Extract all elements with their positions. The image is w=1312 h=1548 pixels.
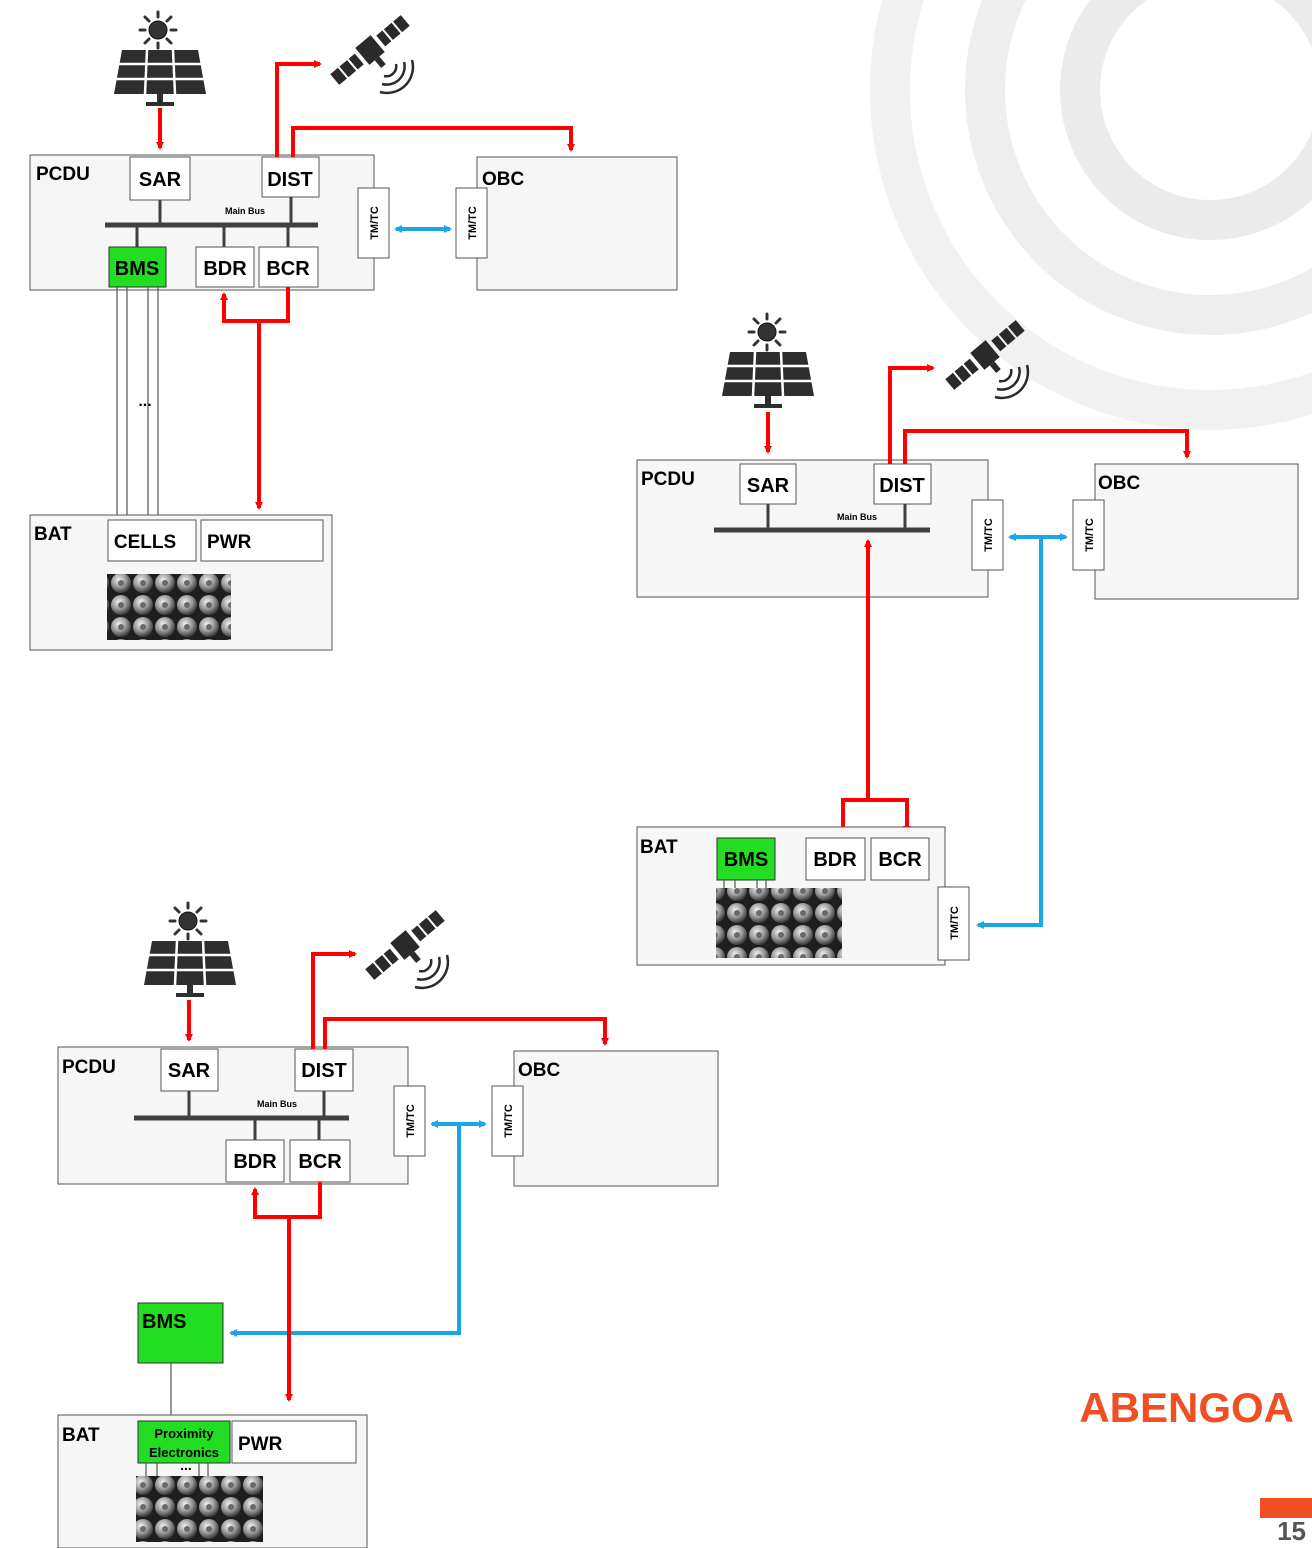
harness-dots: ...	[180, 1457, 192, 1473]
dist-label: DIST	[879, 475, 925, 497]
bcr-label: BCR	[878, 849, 922, 871]
pwr-label: PWR	[238, 1434, 283, 1455]
pcdu-label: PCDU	[62, 1057, 116, 1078]
pwr-to-bdr-arrow	[255, 1189, 289, 1217]
sun-icon	[140, 12, 176, 48]
dist-to-obc-arrow	[325, 1019, 605, 1049]
dist-to-obc-arrow	[293, 128, 571, 157]
dist-label: DIST	[267, 169, 313, 191]
pcdu-tmtc-label: TM/TC	[369, 206, 381, 240]
pcdu-label: PCDU	[641, 469, 695, 490]
pcdu-tmtc-label: TM/TC	[405, 1104, 417, 1138]
pcdu-label: PCDU	[36, 164, 90, 185]
sun-icon	[749, 314, 785, 350]
cells-label: CELLS	[114, 532, 176, 553]
bms-label: BMS	[115, 258, 159, 280]
bdr-label: BDR	[203, 258, 247, 280]
main-bus-label: Main Bus	[837, 512, 877, 522]
background-watermark	[890, 0, 1312, 410]
obc-tmtc-label: TM/TC	[1084, 518, 1096, 552]
pwr-label: PWR	[207, 532, 252, 553]
dist-label: DIST	[301, 1060, 347, 1082]
obc-label: OBC	[1098, 473, 1141, 494]
bdr-label: BDR	[813, 849, 857, 871]
main-bus-label: Main Bus	[257, 1099, 297, 1109]
solar-panel-icon	[114, 50, 206, 106]
page-number: 15	[1277, 1516, 1306, 1546]
sun-icon	[170, 903, 206, 939]
dist-to-satellite-arrow	[313, 954, 355, 1049]
proximity-label-line1: Proximity	[154, 1426, 214, 1441]
abengoa-logo: ABENGOA	[1079, 1384, 1294, 1431]
bat-tmtc-label: TM/TC	[949, 906, 961, 940]
diagram-3: PCDU SAR DIST Main Bus BDR BCR TM/TC OBC…	[58, 903, 718, 1548]
main-bus-label: Main Bus	[225, 206, 265, 216]
obc-label: OBC	[518, 1060, 561, 1081]
solar-panel-icon	[144, 941, 236, 997]
dist-to-obc-arrow	[905, 431, 1187, 464]
battery-cells-image	[107, 574, 231, 640]
sar-label: SAR	[168, 1060, 211, 1082]
bat-label: BAT	[62, 1425, 100, 1446]
pwr-to-bdr-arrow	[224, 294, 259, 321]
bcr-label: BCR	[266, 258, 310, 280]
obc-tmtc-label: TM/TC	[467, 206, 479, 240]
diagram-1: PCDU SAR DIST Main Bus BMS BDR BCR TM/TC…	[30, 12, 677, 650]
sar-label: SAR	[747, 475, 790, 497]
solar-panel-icon	[722, 352, 814, 408]
bms-label: BMS	[142, 1311, 186, 1333]
satellite-icon	[363, 907, 454, 991]
dist-to-satellite-arrow	[277, 64, 320, 157]
sar-label: SAR	[139, 169, 182, 191]
bcr-to-pwr-arrow	[289, 1182, 320, 1400]
battery-cells-image	[136, 1476, 263, 1542]
harness-dots: ...	[138, 393, 151, 410]
battery-cells-image	[716, 888, 842, 958]
bcr-label: BCR	[298, 1151, 342, 1173]
obc-label: OBC	[482, 169, 525, 190]
pcdu-tmtc-label: TM/TC	[983, 518, 995, 552]
satellite-icon	[328, 12, 419, 96]
bat-label: BAT	[34, 524, 72, 545]
obc-tmtc-label: TM/TC	[503, 1104, 515, 1138]
bcr-to-pwr-arrow	[259, 287, 288, 508]
bdr-label: BDR	[233, 1151, 277, 1173]
bat-label: BAT	[640, 837, 678, 858]
bms-label: BMS	[724, 849, 768, 871]
dist-to-satellite-arrow	[890, 368, 933, 464]
brand-accent-bar	[1260, 1498, 1312, 1518]
